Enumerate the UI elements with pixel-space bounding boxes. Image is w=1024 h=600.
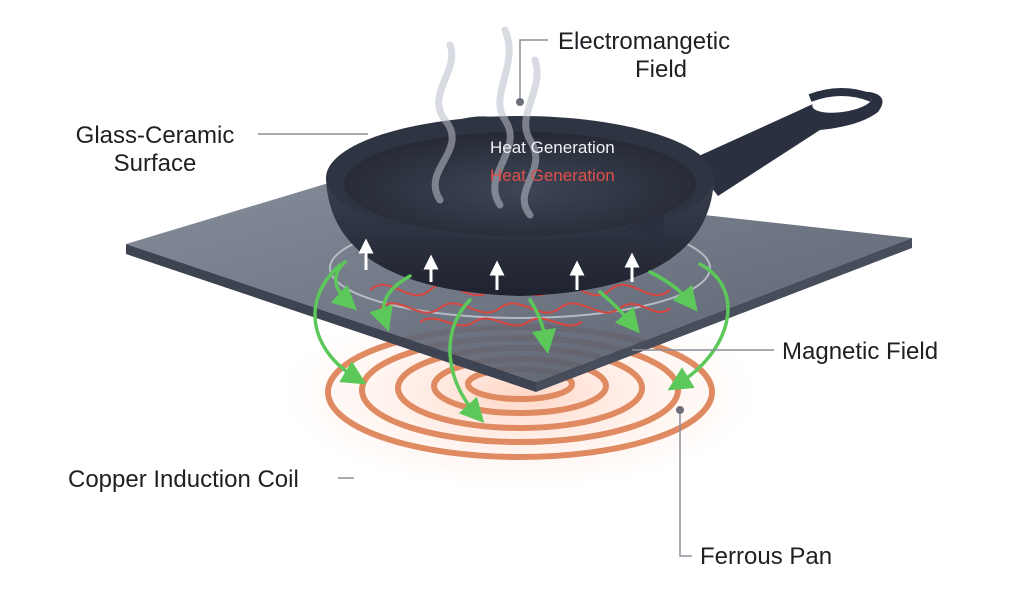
ferrous-pan-label: Ferrous Pan xyxy=(700,543,833,570)
steam xyxy=(431,26,541,219)
electromagnetic-field-label: Electromangetic Field xyxy=(558,28,768,84)
leader-lines xyxy=(258,39,774,557)
leader-dot-em xyxy=(516,98,524,106)
glass-ceramic-label-line2: Surface xyxy=(113,150,197,177)
glass-ceramic-label-line1: Glass-Ceramic xyxy=(75,122,235,149)
heat-generation-red: Heat Generation xyxy=(490,166,615,185)
magnetic-field-arrows xyxy=(313,260,730,424)
electromagnetic-field-label-line1: Electromangetic xyxy=(558,28,731,55)
glass-ceramic-label: Glass-Ceramic Surface xyxy=(60,122,250,178)
heat-generation-white: Heat Generation xyxy=(490,138,615,157)
heat-arrows xyxy=(358,238,640,290)
electromagnetic-field-label-line2: Field xyxy=(635,56,688,83)
ferrous-pan xyxy=(326,116,714,296)
magnetic-field-label: Magnetic Field xyxy=(782,338,939,365)
leader-dot-pan xyxy=(676,406,684,414)
pan-handle xyxy=(690,88,883,196)
copper-coil-label: Copper Induction Coil xyxy=(68,466,299,493)
